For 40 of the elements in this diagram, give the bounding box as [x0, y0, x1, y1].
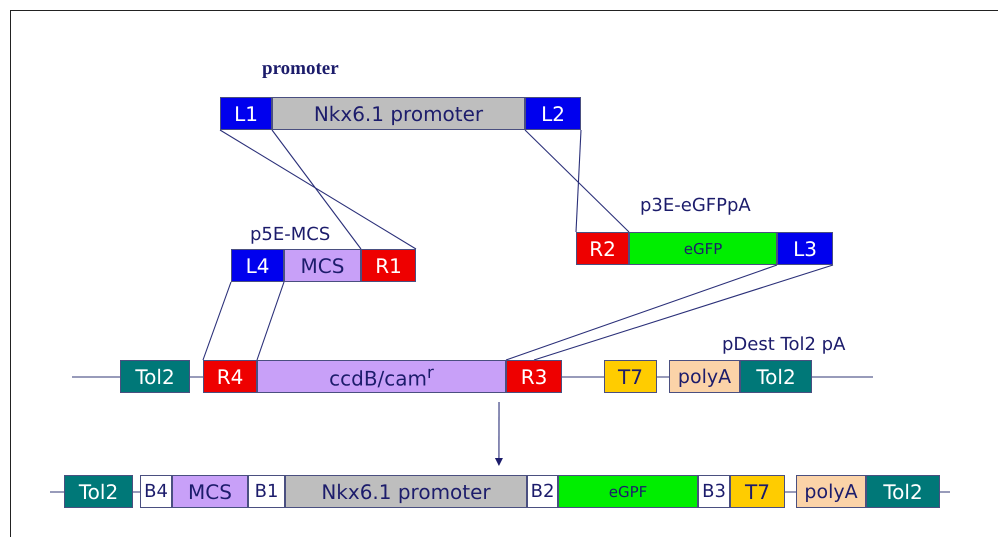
plasmid-name: pDest Tol2 pA [722, 334, 846, 355]
sequence-segment: T7 [730, 475, 785, 508]
recombination-line [220, 130, 416, 250]
sequence-segment: L4 [231, 249, 284, 282]
sequence-segment: polyA [669, 360, 740, 393]
recombination-line [506, 264, 778, 361]
sequence-segment: B1 [248, 475, 285, 508]
sequence-segment: L2 [525, 97, 581, 130]
recombination-line [202, 282, 232, 360]
sequence-segment: B3 [698, 475, 730, 508]
recombination-line [534, 264, 834, 361]
sequence-segment: B4 [140, 475, 172, 508]
sequence-segment: Nkx6.1 promoter [285, 475, 527, 508]
sequence-segment: R2 [576, 232, 629, 265]
diagram-title: promoter [262, 58, 339, 80]
plasmid-name: p3E-eGFPpA [640, 195, 751, 216]
sequence-segment: Tol2 [64, 475, 133, 508]
sequence-segment: Tol2 [740, 360, 812, 393]
plasmid-name: p5E-MCS [250, 224, 330, 245]
sequence-segment: Tol2 [120, 360, 190, 393]
sequence-segment: L1 [220, 97, 272, 130]
sequence-segment: R4 [203, 360, 257, 393]
sequence-segment: MCS [284, 249, 361, 282]
recombination-line [256, 282, 285, 360]
recombination-line [575, 130, 582, 232]
sequence-segment: Nkx6.1 promoter [272, 97, 525, 130]
sequence-segment: ccdB/cam$^{r}$ [257, 360, 506, 393]
sequence-segment: eGPF [558, 475, 698, 508]
sequence-segment: L3 [777, 232, 833, 265]
sequence-segment: T7 [604, 360, 657, 393]
sequence-segment: MCS [172, 475, 248, 508]
sequence-segment: R1 [361, 249, 416, 282]
sequence-segment: eGFP [629, 232, 777, 265]
sequence-segment: B2 [527, 475, 558, 508]
arrow [494, 402, 503, 466]
sequence-segment: Tol2 [866, 475, 940, 508]
sequence-segment: polyA [796, 475, 866, 508]
recombination-line [272, 130, 362, 250]
recombination-line [524, 130, 630, 232]
sequence-segment: R3 [506, 360, 562, 393]
